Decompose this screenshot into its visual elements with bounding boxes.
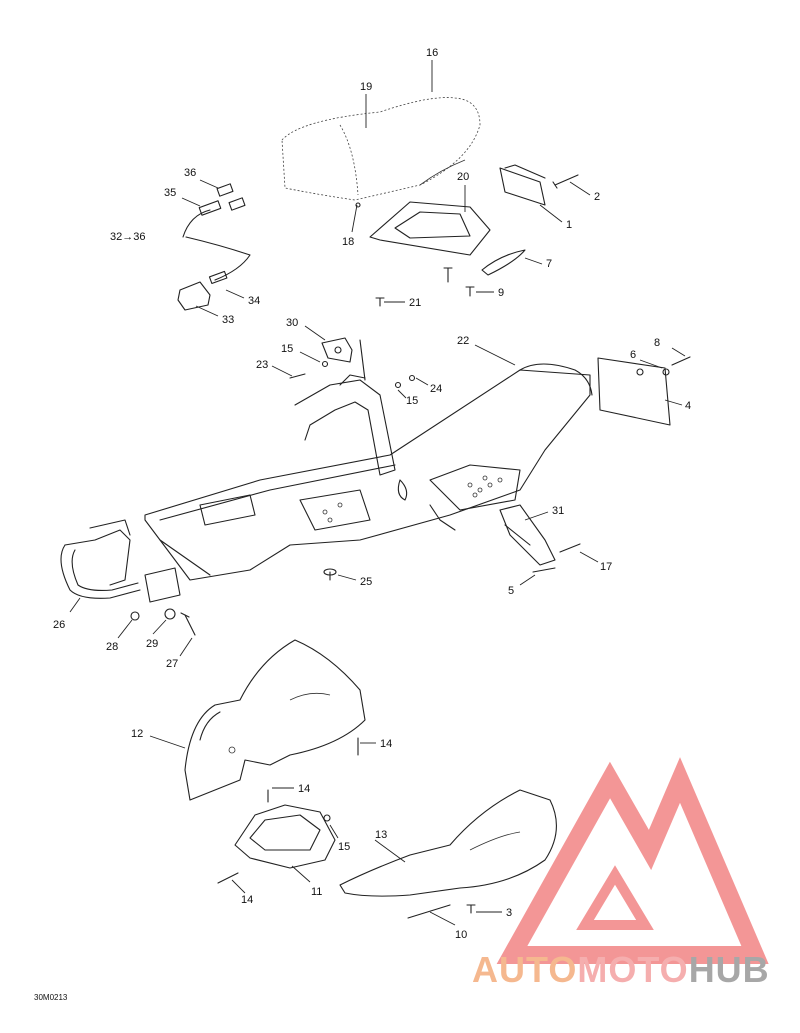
svg-text:AUTOMOTOHUB: AUTOMOTOHUB bbox=[472, 949, 770, 990]
callout-32-36: 32→36 bbox=[110, 231, 145, 243]
callout-14-upper: 14 bbox=[380, 738, 392, 750]
callout-4: 4 bbox=[685, 400, 691, 412]
callout-1: 1 bbox=[566, 219, 572, 231]
wiring-harness bbox=[177, 183, 251, 311]
hitch-bracket bbox=[499, 504, 581, 573]
rear-flap bbox=[597, 356, 691, 426]
callout-15-low: 15 bbox=[338, 841, 350, 853]
callout-13: 13 bbox=[375, 829, 387, 841]
upright-frame bbox=[289, 339, 416, 476]
callout-26: 26 bbox=[53, 619, 65, 631]
callouts: 16 19 20 2 1 18 36 35 32→36 7 9 21 34 33… bbox=[53, 47, 691, 941]
watermark-auto: AUTO bbox=[472, 949, 577, 990]
callout-30: 30 bbox=[286, 317, 298, 329]
screw-part-2 bbox=[552, 174, 579, 189]
callout-22: 22 bbox=[457, 335, 469, 347]
watermark: AUTOMOTOHUB bbox=[472, 757, 770, 990]
callout-3: 3 bbox=[506, 907, 512, 919]
skid-plate-13 bbox=[339, 789, 557, 919]
callout-31: 31 bbox=[552, 505, 564, 517]
bracket-30 bbox=[321, 337, 353, 363]
side-panel-12 bbox=[184, 639, 366, 803]
callout-2: 2 bbox=[594, 191, 600, 203]
screws-9-21-small bbox=[355, 202, 475, 307]
bracket-part-1 bbox=[499, 164, 546, 206]
callout-35: 35 bbox=[164, 187, 176, 199]
callout-23: 23 bbox=[256, 359, 268, 371]
watermark-hub: HUB bbox=[689, 949, 770, 990]
diagram-code: 30M0213 bbox=[34, 993, 68, 1002]
callout-27: 27 bbox=[166, 658, 178, 670]
callout-8: 8 bbox=[654, 337, 660, 349]
callout-15-top: 15 bbox=[281, 343, 293, 355]
callout-10: 10 bbox=[455, 929, 467, 941]
callout-21: 21 bbox=[409, 297, 421, 309]
callout-18: 18 bbox=[342, 236, 354, 248]
seat bbox=[281, 97, 481, 201]
front-bumper bbox=[60, 519, 196, 636]
callout-24: 24 bbox=[430, 383, 442, 395]
main-chassis bbox=[144, 363, 593, 581]
callout-33: 33 bbox=[222, 314, 234, 326]
callout-7: 7 bbox=[546, 258, 552, 270]
seat-support-tray bbox=[369, 201, 491, 256]
callout-28: 28 bbox=[106, 641, 118, 653]
callout-14-low: 14 bbox=[241, 894, 253, 906]
callout-19: 19 bbox=[360, 81, 372, 93]
callout-12: 12 bbox=[131, 728, 143, 740]
callout-9: 9 bbox=[498, 287, 504, 299]
callout-16: 16 bbox=[426, 47, 438, 59]
callout-11: 11 bbox=[311, 886, 322, 898]
clip-part-7 bbox=[481, 249, 526, 276]
callout-5: 5 bbox=[508, 585, 514, 597]
callout-34: 34 bbox=[248, 295, 260, 307]
callout-17: 17 bbox=[600, 561, 612, 573]
callout-14-mid: 14 bbox=[298, 783, 310, 795]
watermark-moto: MOTO bbox=[577, 949, 688, 990]
belly-pan-11 bbox=[217, 804, 336, 884]
callout-36: 36 bbox=[184, 167, 196, 179]
callout-20: 20 bbox=[457, 171, 469, 183]
callout-25: 25 bbox=[360, 576, 372, 588]
callout-29: 29 bbox=[146, 638, 158, 650]
callout-15-mid: 15 bbox=[406, 395, 418, 407]
callout-6: 6 bbox=[630, 349, 636, 361]
watermark-logo-icon bbox=[496, 757, 769, 964]
